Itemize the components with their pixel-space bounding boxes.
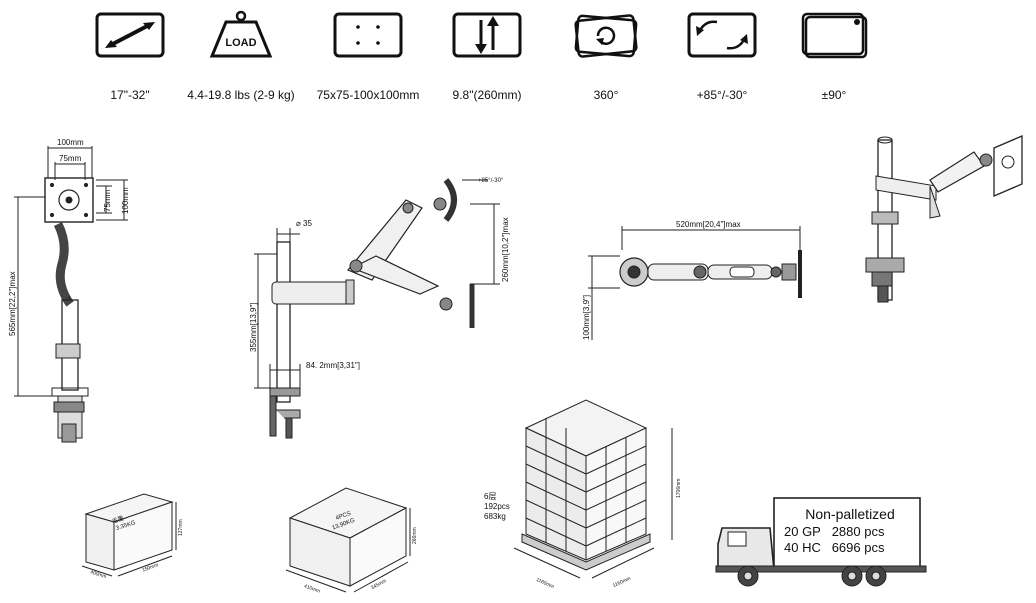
carton-box-height: 266mm [412,527,418,544]
spec-label: 9.8"(260mm) [452,88,522,102]
rotate-icon [574,14,638,58]
dim-height-100: 100mm [121,187,130,214]
truck-row-40hc: 40 HC 6696 pcs [784,540,916,556]
diagonal-arrow-icon [95,12,165,58]
truck-row-20gp: 20 GP 2880 pcs [784,524,916,540]
dim-height-75: 75mm [103,189,112,212]
vesa-plate-icon [333,12,403,58]
pallet-length: 1160mm [535,577,555,590]
spec-vesa: 75x75-100x100mm [308,10,428,102]
spec-label: 17"-32" [110,88,150,102]
pallet-pcs: 192pcs [484,502,510,511]
perspective-view-drawing [865,135,1023,303]
pallet-info: 6层 192pcs 683kg [484,492,510,522]
spec-label: ±90° [821,88,847,102]
tilt-icon [687,12,757,58]
single-box-drawing [81,493,177,577]
dim-pole-diameter: ⌀ 35 [296,219,312,228]
single-box-height: 127mm [178,519,184,536]
spec-label: 4.4-19.8 lbs (2-9 kg) [187,88,295,102]
height-arrows-icon [452,12,522,58]
single-box-width: 150mm [141,562,159,573]
spec-rotation: 360° [546,10,666,102]
carton-box-width: 345mm [370,578,388,591]
dim-width-75: 75mm [59,154,82,163]
pallet-drawing [513,399,673,579]
single-box-length: 400mm [89,569,107,580]
spec-label: 75x75-100x100mm [316,88,420,102]
dim-tilt: +85°/-30° [478,178,504,184]
dim-arm-height: 260mm[10,2"]max [501,217,510,282]
side-view-drawing [254,178,500,439]
single-box-line1: 毛重 [111,514,125,525]
spec-swivel: ±90° [774,10,894,102]
spec-screen-size: 17"-32" [70,10,190,102]
spec-label: +85°/-30° [696,88,748,102]
pallet-width: 1160mm [612,576,632,589]
dim-width-100: 100mm [57,138,84,147]
front-view-drawing [14,146,128,443]
truck-info: Non-palletized 20 GP 2880 pcs 40 HC 6696… [784,506,916,556]
truck-drawing [715,497,927,587]
truck-row1-qty: 2880 pcs [831,524,885,539]
truck-row1-type: 20 GP [784,524,821,539]
spec-height: 9.8"(260mm) [427,10,547,102]
spec-row: 17"-32" LOAD 4.4-19.8 lbs (2-9 kg) 75x75… [0,0,1036,110]
pallet-height: 1706mm [676,479,682,498]
dim-max-height: 565mm[22,2"]max [8,271,17,336]
pallet-layers: 6层 [484,492,497,501]
truck-row2-qty: 6696 pcs [831,540,885,555]
load-icon-text: LOAD [225,37,256,49]
truck-row2-type: 40 HC [784,540,821,555]
load-weight-icon: LOAD [209,10,273,58]
carton-box-line1: 4PCS [335,511,352,522]
spec-label: 360° [593,88,619,102]
top-view-drawing [588,226,802,340]
swivel-icon [801,12,868,59]
spec-tilt: +85°/-30° [662,10,782,102]
truck-title: Non-palletized [805,506,895,522]
dim-clamp-depth: 84. 2mm[3,31"] [306,361,360,370]
carton-box-drawing [285,487,411,593]
dim-pole-height: 355mm[13,9"] [249,302,258,352]
dim-reach: 520mm[20,4"]max [676,220,741,229]
spec-load: LOAD 4.4-19.8 lbs (2-9 kg) [181,10,301,102]
dim-base-height: 100mm[3,9"] [582,295,591,340]
pallet-weight: 683kg [484,512,506,521]
carton-box-length: 410mm [303,583,321,594]
